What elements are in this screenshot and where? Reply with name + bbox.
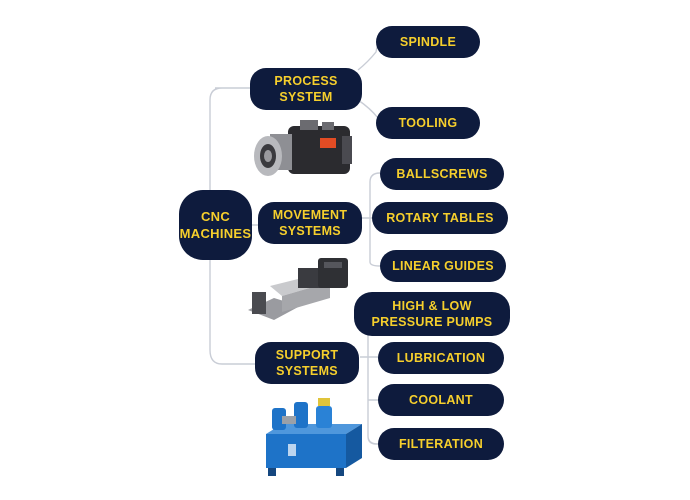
- leaf-node-spindle: SPINDLE: [376, 26, 480, 58]
- leaf-node-coolant: COOLANT: [378, 384, 504, 416]
- leaf-node-linear-guides: LINEAR GUIDES: [380, 250, 506, 282]
- leaf-node-rotary-tables: ROTARY TABLES: [372, 202, 508, 234]
- group-node-support-systems: SUPPORT SYSTEMS: [255, 342, 359, 384]
- root-connectors: [209, 87, 260, 365]
- leaf-node-filteration: FILTERATION: [378, 428, 504, 460]
- group-label-line1: SUPPORT: [275, 348, 339, 362]
- group-node-movement-systems: MOVEMENT SYSTEMS: [258, 202, 362, 244]
- group-label-line1: MOVEMENT: [272, 208, 348, 222]
- process-spindle-link: [357, 41, 379, 71]
- leaf-node-high-low-pressure-pumps: HIGH & LOW PRESSURE PUMPS: [354, 292, 510, 336]
- leaf-label-pumps: HIGH & LOW PRESSURE PUMPS: [371, 299, 493, 329]
- root-node-cnc-machines: CNC MACHINES: [179, 190, 252, 260]
- group-node-process-system: PROCESS SYSTEM: [250, 68, 362, 110]
- hydraulic-power-unit-image: [266, 398, 362, 476]
- group-label-line2: SYSTEM: [279, 90, 333, 104]
- servo-actuator-image: [248, 258, 348, 320]
- group-label-line2: SYSTEMS: [279, 224, 341, 238]
- process-tooling-link: [357, 99, 379, 119]
- leaf-node-lubrication: LUBRICATION: [378, 342, 504, 374]
- movement-links: [358, 172, 381, 267]
- spindle-motor-image: [254, 120, 352, 176]
- group-label-line1: PROCESS: [274, 74, 338, 88]
- group-label-line2: SYSTEMS: [276, 364, 338, 378]
- leaf-node-tooling: TOOLING: [376, 107, 480, 139]
- root-label-line1: CNC: [200, 209, 231, 224]
- leaf-node-ballscrews: BALLSCREWS: [380, 158, 504, 190]
- root-label-line2: MACHINES: [179, 226, 252, 241]
